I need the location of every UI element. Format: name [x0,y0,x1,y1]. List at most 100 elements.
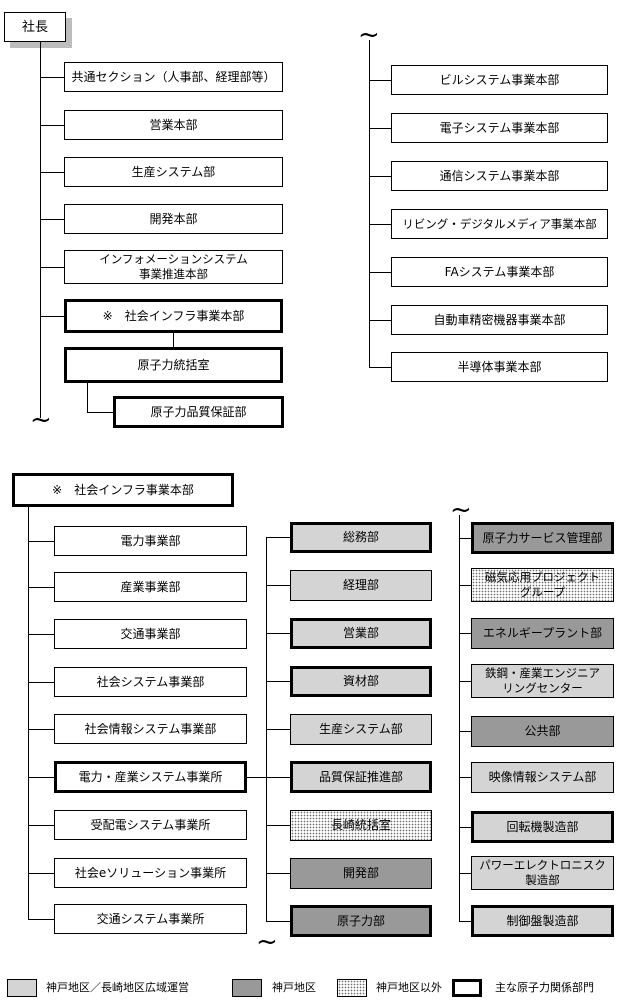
col1-trunk-line [28,507,29,919]
connector [459,681,471,682]
legend-label-kobe: 神戸地区 [272,981,316,994]
connector [459,873,471,874]
org-industrial-div: 産業事業部 [54,572,247,602]
org-semiconductor: 半導体事業本部 [391,352,608,382]
org-sales-hq: 営業本部 [64,110,283,140]
org-power-industrial-works: 電力・産業システム事業所 [54,761,247,793]
connector [266,777,290,778]
connector [40,267,64,268]
connector [266,681,290,682]
org-video-information-systems: 映像情報システム部 [471,762,614,793]
legend-swatch-outside-kobe [337,979,367,997]
connector [369,80,391,81]
org-rotating-machinery-manufacturing: 回転機製造部 [471,811,614,843]
org-social-esolution-works: 社会eソリューション事業所 [54,858,247,888]
connector [87,383,88,413]
org-social-infrastructure: ※ 社会インフラ事業本部 [64,299,283,333]
connector [266,873,290,874]
connector [40,77,64,78]
connector [40,316,64,317]
connector [459,921,471,922]
social-infrastructure-header: ※ 社会インフラ事業本部 [12,473,234,507]
connector [266,825,290,826]
org-accounting: 経理部 [290,570,432,601]
org-quality-assurance-promotion: 品質保証推進部 [290,761,432,793]
org-nuclear-service-management: 原子力サービス管理部 [471,522,614,554]
connector [369,272,391,273]
right-trunk-line [369,40,370,367]
connector [266,537,290,538]
connector [28,587,54,588]
org-nuclear: 原子力部 [290,905,432,937]
legend-swatch-nuclear-related [452,979,482,997]
connector [28,682,54,683]
org-living-digital-media: リビング・デジタルメディア事業本部 [391,209,608,239]
connector [459,827,471,828]
col3-trunk-continuation: ~ [450,495,472,525]
org-communication-systems: 通信システム事業本部 [391,161,608,191]
org-development-hq: 開発本部 [64,204,283,234]
connector [459,633,471,634]
org-sales: 営業部 [290,618,432,649]
connector [40,125,64,126]
connector [266,585,290,586]
president-box: 社長 [4,12,66,42]
legend-label-outside-kobe: 神戸地区以外 [376,981,442,994]
org-development: 開発部 [290,858,432,889]
connector [266,633,290,634]
org-production-systems-dept: 生産システム部 [290,714,432,745]
connector [28,729,54,730]
org-power-distribution-works: 受配電システム事業所 [54,810,247,840]
org-energy-plant: エネルギープラント部 [471,618,614,649]
left-trunk-continuation: ~ [30,405,52,435]
org-power-systems-div: 電力事業部 [54,526,247,556]
connector [369,128,391,129]
connector [28,873,54,874]
org-nuclear-control-office: 原子力統括室 [64,347,283,383]
org-power-electronics-manufacturing: パワーエレクトロニスク 製造部 [471,856,614,890]
connector [40,219,64,220]
connector [369,367,391,368]
connector [459,585,471,586]
org-control-panel-manufacturing: 制御盤製造部 [471,905,614,937]
org-transportation-div: 交通事業部 [54,619,247,649]
legend-label-nuclear-related: 主な原子力関係部門 [495,981,594,994]
connector [369,224,391,225]
connector [266,921,290,922]
org-common-section: 共通セクション（人事部、経理部等） [64,62,283,92]
connector [40,172,64,173]
legend-swatch-kobe-nagasaki [7,979,37,997]
org-transportation-systems-works: 交通システム事業所 [54,904,247,934]
org-building-systems: ビルシステム事業本部 [391,65,608,95]
org-public-sector: 公共部 [471,716,614,747]
connector [459,731,471,732]
org-electronic-systems: 電子システム事業本部 [391,113,608,143]
connector [173,333,174,347]
connector [28,919,54,920]
connector [87,412,113,413]
org-production-systems: 生産システム部 [64,157,283,187]
legend-swatch-kobe [232,979,262,997]
org-information-systems: インフォメーションシステム 事業推進本部 [64,250,283,284]
org-procurement: 資材部 [290,666,432,697]
org-magnetic-application-project: 磁気応用プロジェクト グループ [471,568,614,602]
legend-label-kobe-nagasaki: 神戸地区／長崎地区広域運営 [46,981,189,994]
left-trunk-line [40,42,41,418]
connector [459,538,471,539]
org-social-info-systems-div: 社会情報システム事業部 [54,714,247,744]
org-steel-industrial-engineering: 鉄鋼・産業エンジニア リングセンター [471,664,614,698]
org-automotive-equipment: 自動車精密機器事業本部 [391,305,608,335]
col2-trunk-continuation: ~ [256,927,278,957]
org-nuclear-quality-assurance: 原子力品質保証部 [113,396,284,428]
connector [369,176,391,177]
connector [247,777,266,778]
right-trunk-continuation: ~ [358,20,380,50]
connector [459,777,471,778]
connector [28,541,54,542]
org-social-systems-div: 社会システム事業部 [54,667,247,697]
connector [28,825,54,826]
org-general-affairs: 総務部 [290,522,432,553]
connector [369,320,391,321]
col3-trunk-line [459,515,460,921]
org-nagasaki-control-office: 長崎統括室 [290,810,432,841]
